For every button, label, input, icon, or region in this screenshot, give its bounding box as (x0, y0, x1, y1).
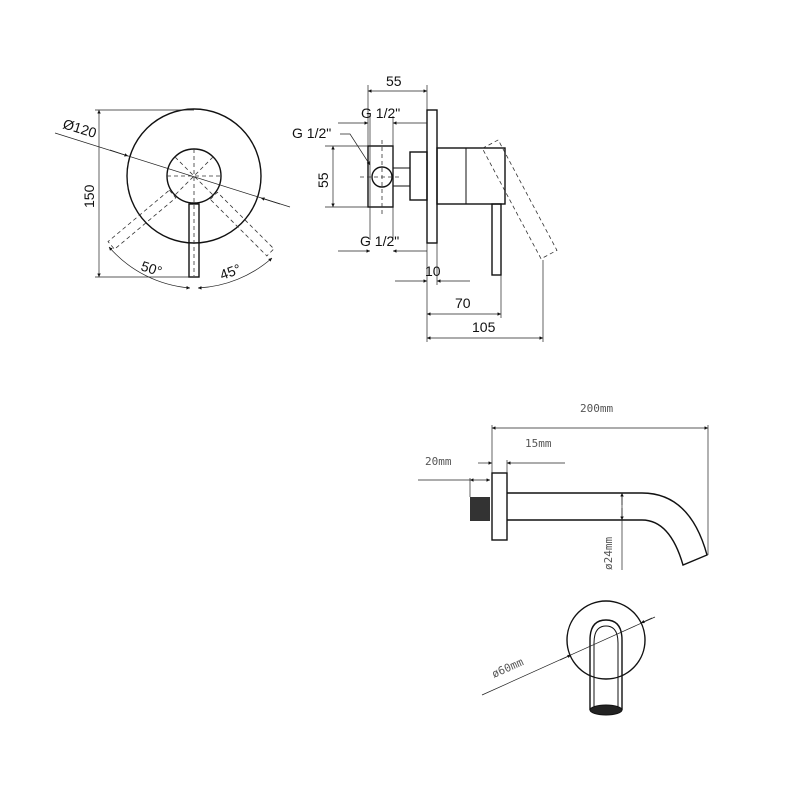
height-label-side: 55 (315, 172, 331, 188)
spout-thread (470, 497, 490, 521)
thread-bottom-label: G 1/2" (360, 233, 399, 249)
angle-right-label: 45° (218, 261, 243, 283)
spout-outlet (589, 704, 623, 716)
wall-plate (426, 109, 438, 244)
thread-top-label: G 1/2" (361, 105, 400, 121)
handle-lever (188, 203, 200, 278)
spout-front-view: ø60mm (481, 600, 656, 716)
handle-lever-side (491, 203, 502, 276)
angle-left-arc (108, 246, 191, 290)
spout-pipe (507, 492, 708, 566)
diameter-label: Ø120 (61, 116, 99, 141)
spout-length-label: 200mm (580, 402, 613, 415)
diameter-dim-line (54, 132, 291, 208)
handle-depth-label: 70 (455, 295, 471, 311)
spout-pipe-front (589, 619, 623, 710)
height-label: 150 (81, 184, 97, 208)
handle-right-ghost (209, 191, 275, 257)
thread-length-label: 20mm (425, 455, 452, 468)
depth-label: 55 (386, 73, 402, 89)
handle-body (436, 147, 506, 205)
spout-flange (491, 472, 508, 541)
valve-sleeve (409, 151, 428, 201)
spout-flange-circle (566, 600, 646, 680)
flange-diameter-label: ø60mm (490, 655, 526, 680)
front-view: Ø120 150 50° 45° (54, 108, 291, 290)
angle-right-arc (197, 257, 273, 290)
angle-left-label: 50° (139, 258, 164, 280)
handle-left-ghost (107, 189, 177, 250)
flange-thickness-label: 15mm (525, 437, 552, 450)
plate-thickness-label: 10 (425, 263, 441, 279)
thread-side-label: G 1/2" (292, 125, 331, 141)
pipe-diameter-label: ø24mm (602, 537, 615, 570)
total-depth-label: 105 (472, 319, 496, 335)
side-view: 55 G 1/2" G 1/2" 55 G 1/2" 10 70 105 (292, 73, 558, 342)
spout-side-view: 200mm 15mm 20mm ø24mm (418, 402, 709, 570)
